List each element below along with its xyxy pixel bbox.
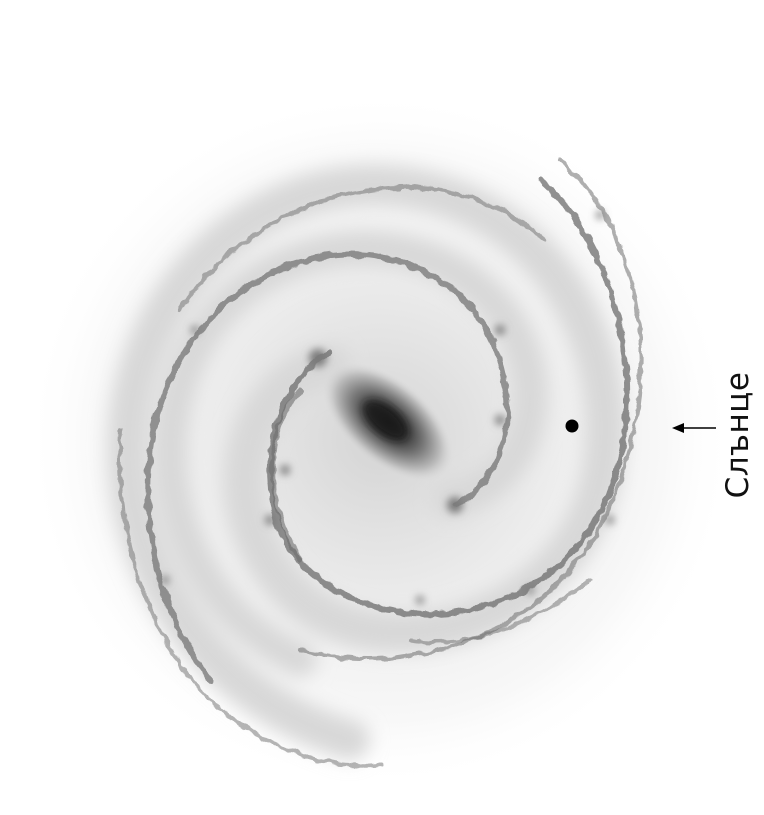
spiral-arms-dust-lanes [117,158,643,768]
sun-label: Слънце [720,371,756,499]
sun-position-dot [565,419,579,433]
sun-arrow [672,423,716,433]
galactic-core [363,400,407,440]
arm-star-clusters [161,211,614,604]
